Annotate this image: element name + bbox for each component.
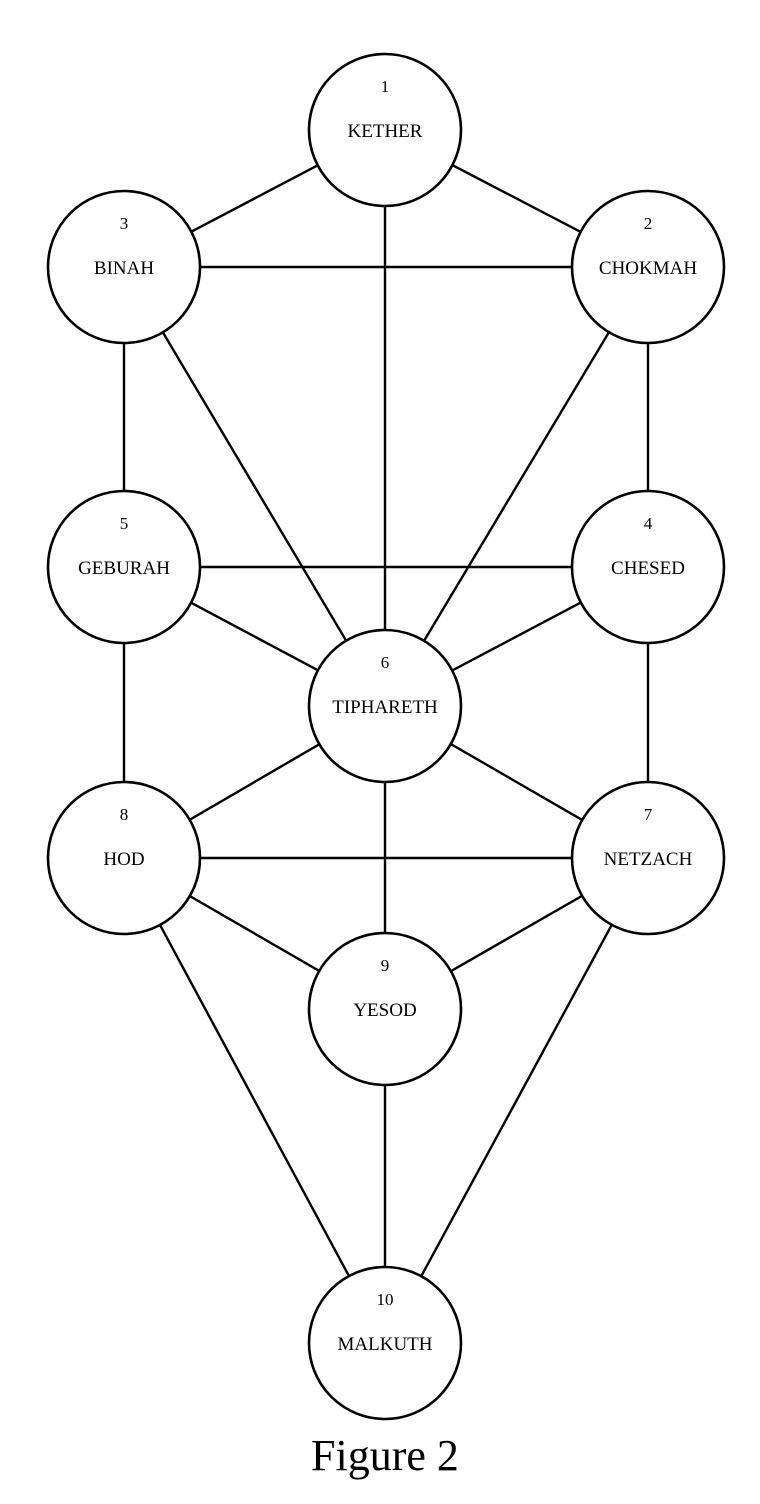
node-circle (46, 189, 202, 345)
node-number: 9 (381, 956, 390, 975)
node-number: 2 (644, 214, 653, 233)
node-number: 7 (644, 805, 653, 824)
node-circle (570, 780, 726, 936)
node-number: 5 (120, 514, 129, 533)
node-name: BINAH (94, 258, 154, 279)
node-circle (46, 780, 202, 936)
edge-netzach-malkuth (383, 857, 650, 1344)
node-number: 3 (120, 214, 129, 233)
edge-hod-malkuth (122, 857, 387, 1344)
node-name: HOD (103, 849, 144, 870)
node-circle (307, 52, 463, 208)
node-number: 10 (377, 1290, 394, 1309)
node-circle (46, 489, 202, 645)
node-circle (307, 931, 463, 1087)
node-circle (570, 189, 726, 345)
node-name: YESOD (353, 1000, 416, 1021)
node-name: TIPHARETH (332, 697, 438, 718)
node-name: KETHER (348, 121, 423, 142)
node-number: 1 (381, 77, 390, 96)
node-name: CHOKMAH (599, 258, 697, 279)
node-circle (307, 1265, 463, 1421)
edge-binah-tiphareth (122, 266, 387, 707)
figure-caption: Figure 2 (311, 1431, 459, 1480)
node-name: GEBURAH (78, 558, 170, 579)
node-name: NETZACH (604, 849, 693, 870)
node-circle (307, 628, 463, 784)
node-name: MALKUTH (338, 1334, 433, 1355)
node-name: CHESED (611, 558, 685, 579)
node-circle (570, 489, 726, 645)
node-number: 4 (644, 514, 653, 533)
edge-chokmah-tiphareth (383, 266, 650, 707)
node-number: 6 (381, 653, 390, 672)
node-number: 8 (120, 805, 129, 824)
